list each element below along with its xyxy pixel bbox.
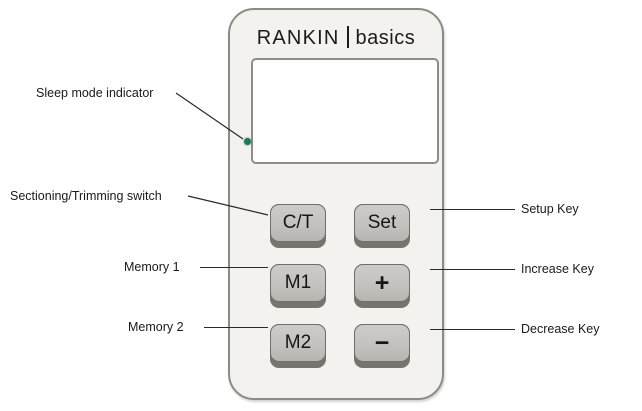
callout-sectioning-trimming-switch: Sectioning/Trimming switch: [10, 189, 162, 203]
leader-line-increase-key: [430, 269, 515, 270]
increase-key[interactable]: +: [354, 264, 410, 308]
callout-setup-key: Setup Key: [521, 202, 579, 216]
brand-logo: RANKIN basics: [230, 26, 442, 50]
memory-1-key[interactable]: M1: [270, 264, 326, 308]
brand-name-primary: RANKIN: [256, 27, 340, 49]
brand-name-secondary: basics: [355, 27, 416, 49]
setup-key-label: Set: [354, 204, 410, 242]
callout-sleep-mode-indicator: Sleep mode indicator: [36, 86, 154, 100]
sectioning-trimming-key-label: C/T: [270, 204, 326, 242]
brand-divider-icon: [346, 26, 349, 48]
memory-2-key[interactable]: M2: [270, 324, 326, 368]
callout-increase-key: Increase Key: [521, 262, 594, 276]
setup-key[interactable]: Set: [354, 204, 410, 248]
leader-line-setup-key: [430, 209, 515, 210]
decrease-key-label: −: [354, 324, 410, 362]
sectioning-trimming-key[interactable]: C/T: [270, 204, 326, 248]
callout-memory-2: Memory 2: [128, 320, 184, 334]
memory-1-key-label: M1: [270, 264, 326, 302]
sleep-mode-led-icon: [244, 138, 251, 145]
memory-2-key-label: M2: [270, 324, 326, 362]
callout-decrease-key: Decrease Key: [521, 322, 600, 336]
decrease-key[interactable]: −: [354, 324, 410, 368]
device-body: RANKIN basics C/T Set M1 + M2 −: [228, 8, 444, 400]
callout-memory-1: Memory 1: [124, 260, 180, 274]
leader-line-decrease-key: [430, 329, 515, 330]
device-display-screen: [251, 58, 439, 164]
increase-key-label: +: [354, 264, 410, 302]
leader-line-memory-2: [204, 327, 268, 328]
leader-line-memory-1: [200, 267, 268, 268]
